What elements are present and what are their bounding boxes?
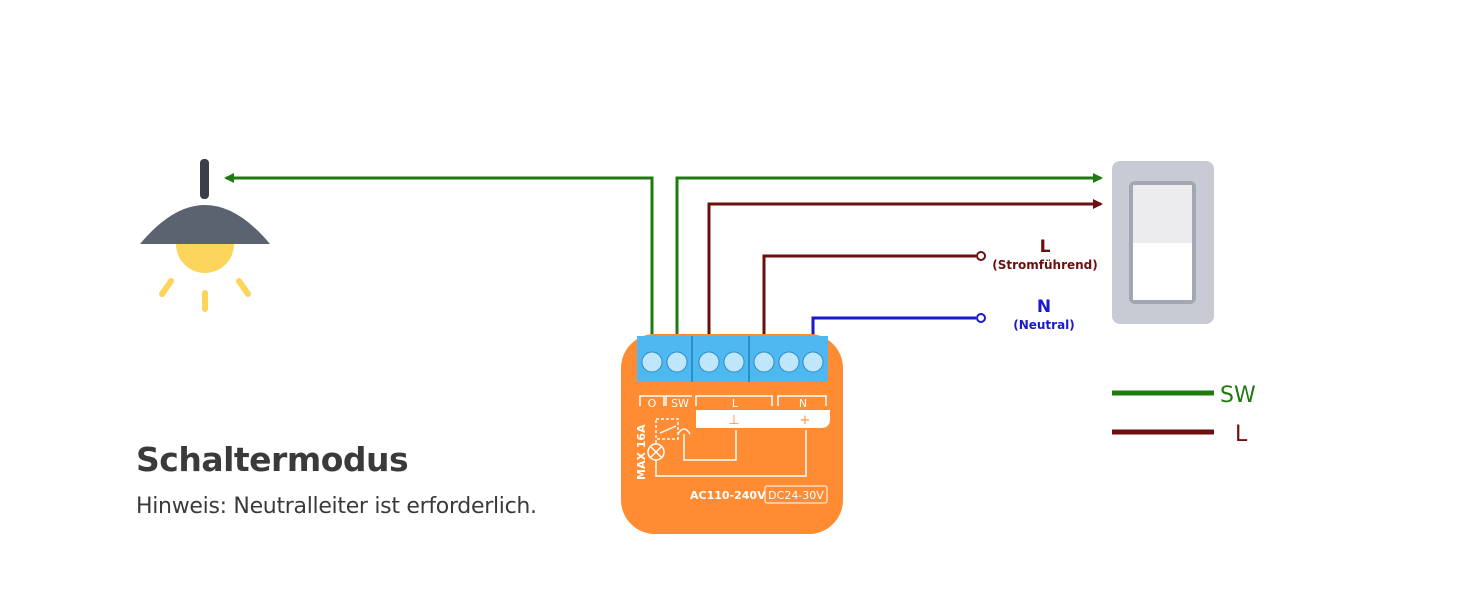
terminal-label-sw: SW xyxy=(671,397,689,410)
dc-rating: DC24-30V xyxy=(768,489,824,502)
live-sublabel: (Stromführend) xyxy=(992,258,1098,272)
plus-symbol: + xyxy=(800,413,811,428)
neutral-supply-terminal xyxy=(976,313,986,323)
neutral-label: N xyxy=(1037,297,1051,317)
wires xyxy=(224,173,1103,356)
neutral-note: Hinweis: Neutralleiter ist erforderlich. xyxy=(136,494,537,519)
neutral-sublabel: (Neutral) xyxy=(1013,318,1075,332)
live-supply-terminal xyxy=(976,251,986,261)
internal-schematic xyxy=(647,418,807,477)
terminal-label-o: O xyxy=(648,397,657,410)
legend-sw-label: SW xyxy=(1220,383,1256,408)
wire-o-to-lamp xyxy=(224,173,654,356)
legend-l-label: L xyxy=(1235,422,1248,447)
wire-l-to-switch xyxy=(707,199,1103,356)
terminal-label-l: L xyxy=(732,397,739,410)
wire-live-supply xyxy=(759,254,976,351)
live-label: L xyxy=(1040,237,1051,257)
ground-symbol: ⊥ xyxy=(728,413,739,428)
relay-module: O SW L N ⊥ + MAX 16A AC110-240V DC24-30V xyxy=(621,334,843,534)
wire-sw-to-switch xyxy=(675,173,1103,356)
page-title: Schaltermodus xyxy=(136,440,409,479)
max-rating: MAX 16A xyxy=(635,424,648,480)
pendant-lamp-icon xyxy=(140,159,270,312)
terminal-label-n: N xyxy=(799,397,807,410)
legend: SW L xyxy=(1112,383,1256,447)
wire-neutral-supply xyxy=(808,316,976,351)
wall-switch-icon[interactable] xyxy=(1112,161,1214,324)
terminal-screws xyxy=(641,351,824,373)
ac-rating: AC110-240V xyxy=(690,489,766,502)
